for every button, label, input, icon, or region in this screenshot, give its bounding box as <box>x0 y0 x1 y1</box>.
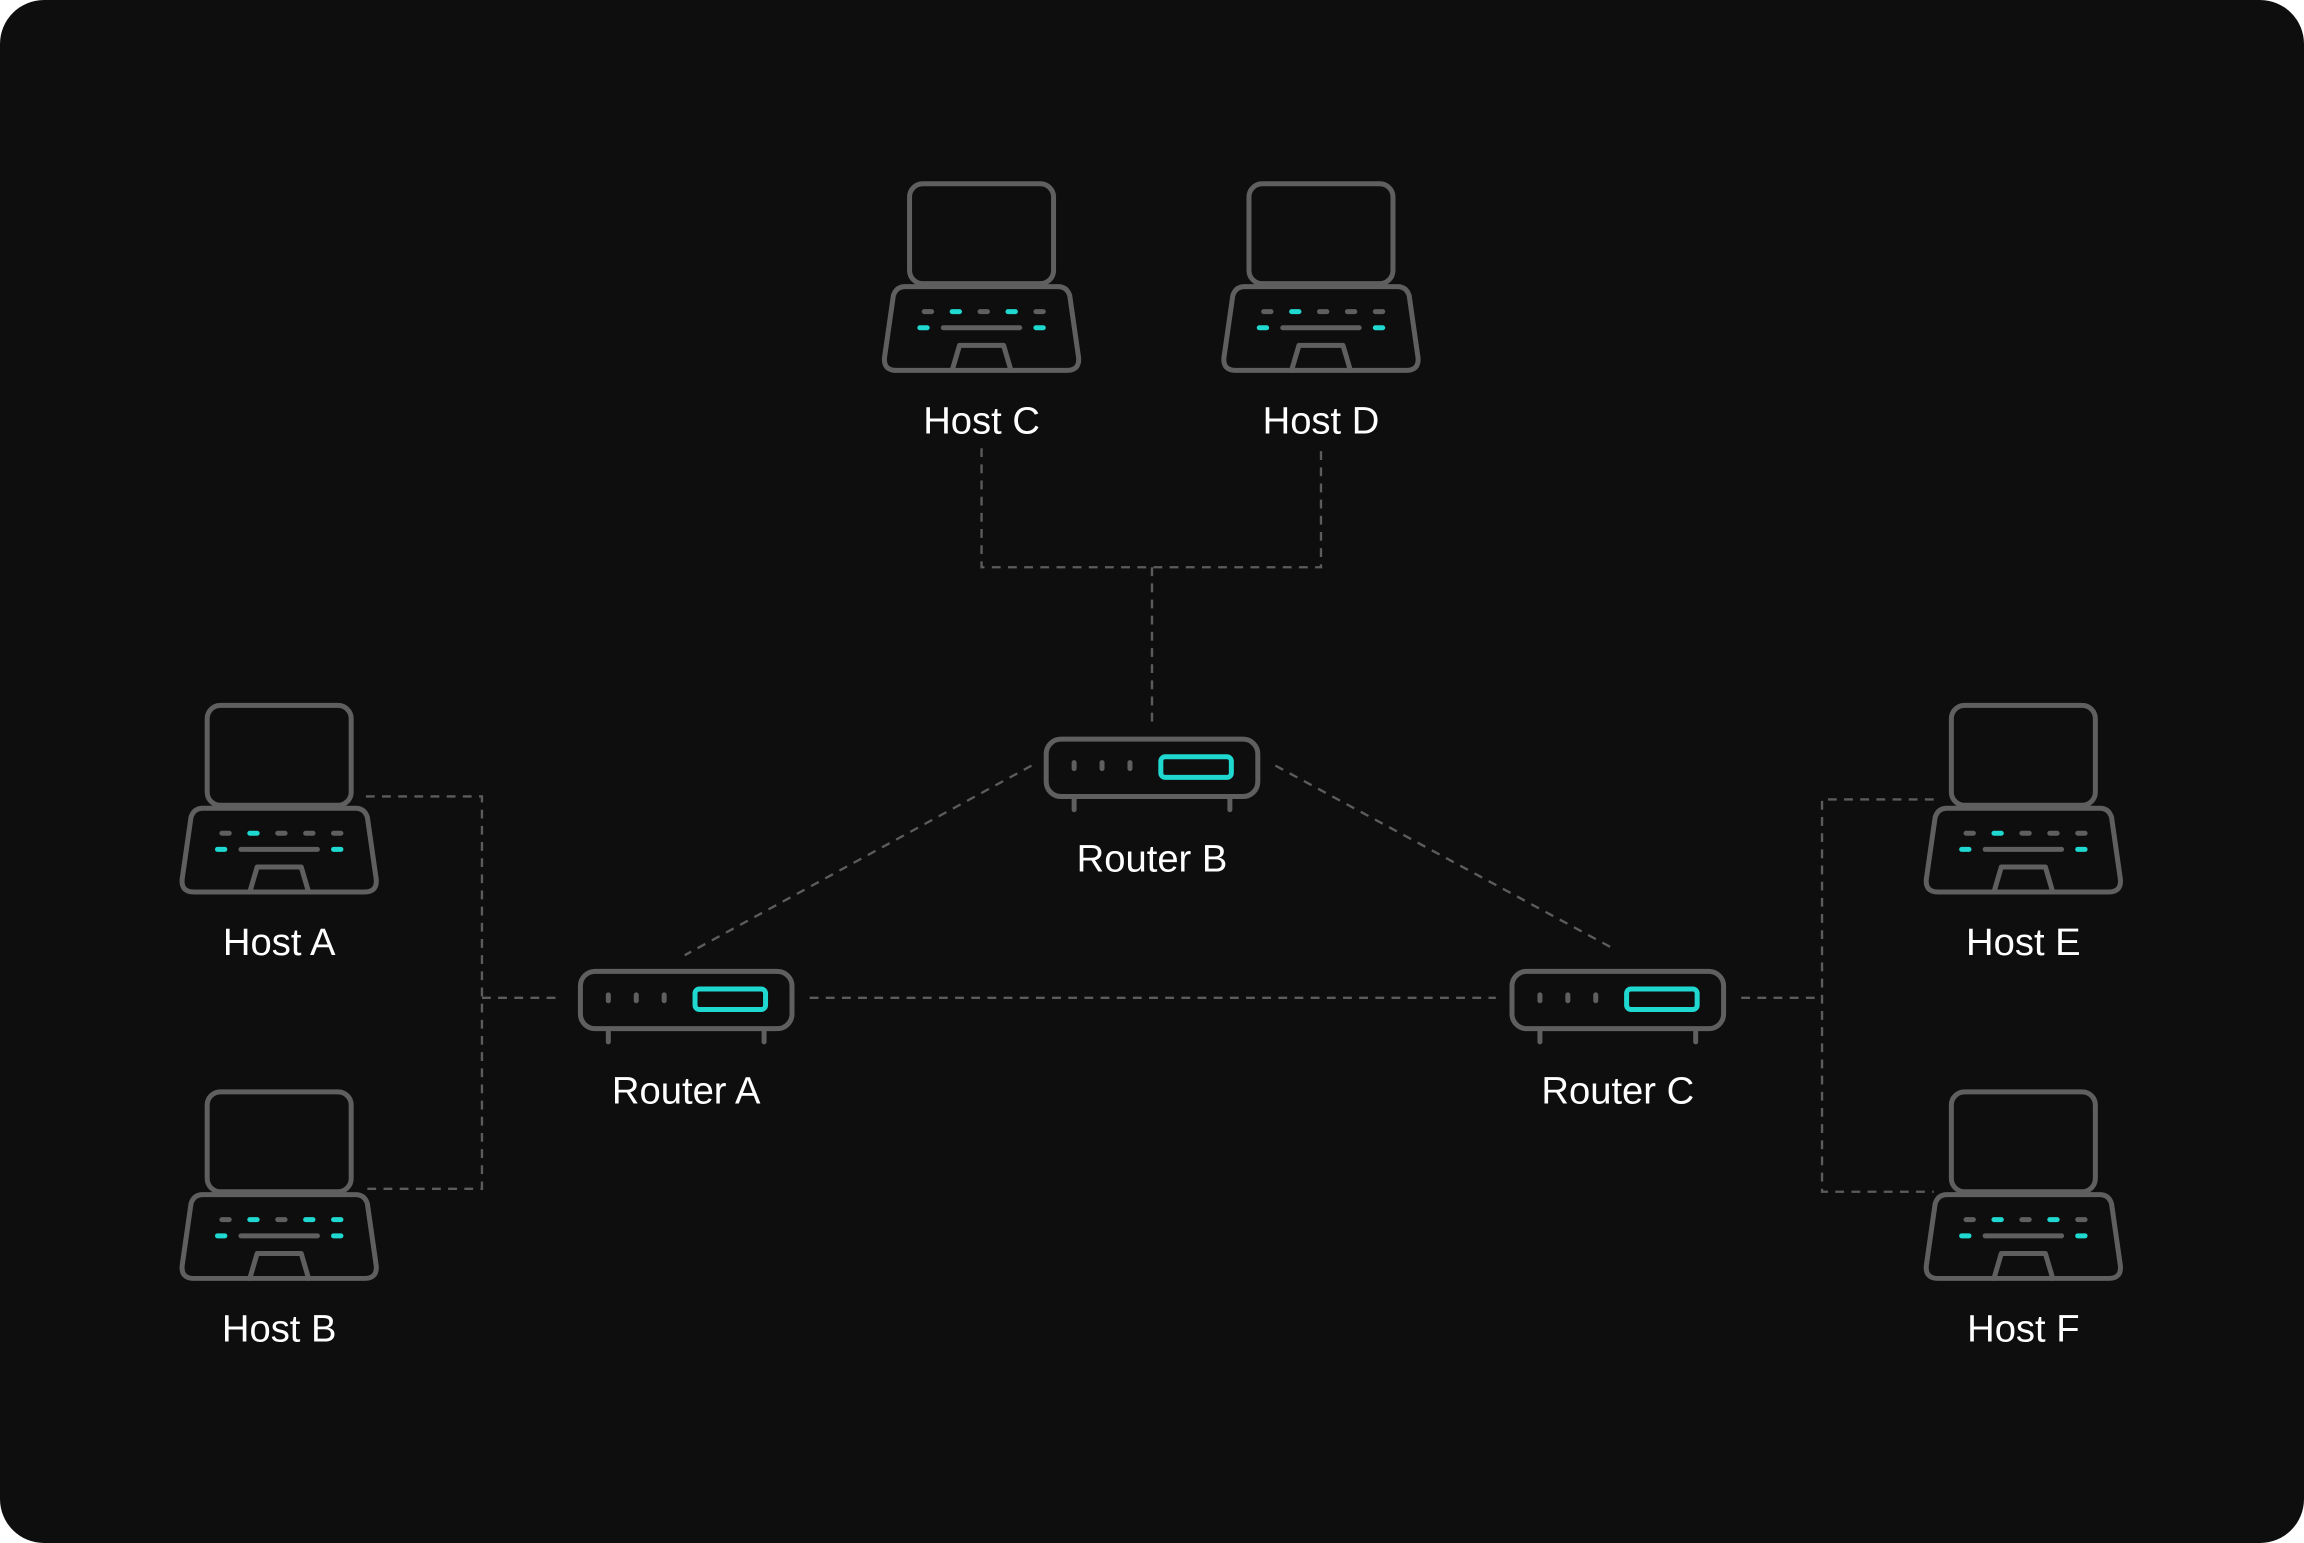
host-e[interactable]: Host E <box>1923 702 2123 964</box>
host-a[interactable]: Host A <box>179 702 379 964</box>
laptop-icon <box>881 181 1082 373</box>
link-router-b-router-c <box>1274 764 1613 949</box>
host-c[interactable]: Host C <box>881 181 1082 443</box>
laptop-icon <box>179 702 379 895</box>
host-label: Host F <box>1967 1308 2079 1351</box>
router-label: Router A <box>612 1070 761 1113</box>
link-hosts-cd-router-b <box>980 448 1323 724</box>
host-f[interactable]: Host F <box>1923 1089 2123 1351</box>
host-b[interactable]: Host B <box>179 1089 379 1351</box>
router-c[interactable]: Router C <box>1509 968 1727 1113</box>
links <box>365 448 1934 1193</box>
status-light <box>1624 986 1700 1013</box>
router-b[interactable]: Router B <box>1043 736 1261 880</box>
link-hosts-ab-router-a <box>365 795 563 1190</box>
router-icon <box>1509 968 1727 1045</box>
host-d[interactable]: Host D <box>1221 181 1421 443</box>
host-label: Host E <box>1966 921 2081 964</box>
laptop-icon <box>1923 1089 2123 1281</box>
laptop-icon <box>1923 702 2123 895</box>
link-router-a-router-b <box>684 764 1033 957</box>
router-label: Router B <box>1077 837 1228 880</box>
laptop-icon <box>179 1089 379 1281</box>
host-label: Host D <box>1263 400 1380 443</box>
router-label: Router C <box>1541 1070 1694 1113</box>
router-icon <box>1043 736 1261 813</box>
host-label: Host C <box>923 400 1040 443</box>
laptop-icon <box>1221 181 1421 373</box>
host-label: Host A <box>223 921 336 964</box>
link-hosts-ef-router-c <box>1741 798 1934 1193</box>
router-icon <box>577 968 795 1045</box>
host-label: Host B <box>222 1308 337 1351</box>
status-light <box>692 986 769 1013</box>
status-light <box>1158 754 1234 780</box>
router-a[interactable]: Router A <box>577 968 795 1113</box>
